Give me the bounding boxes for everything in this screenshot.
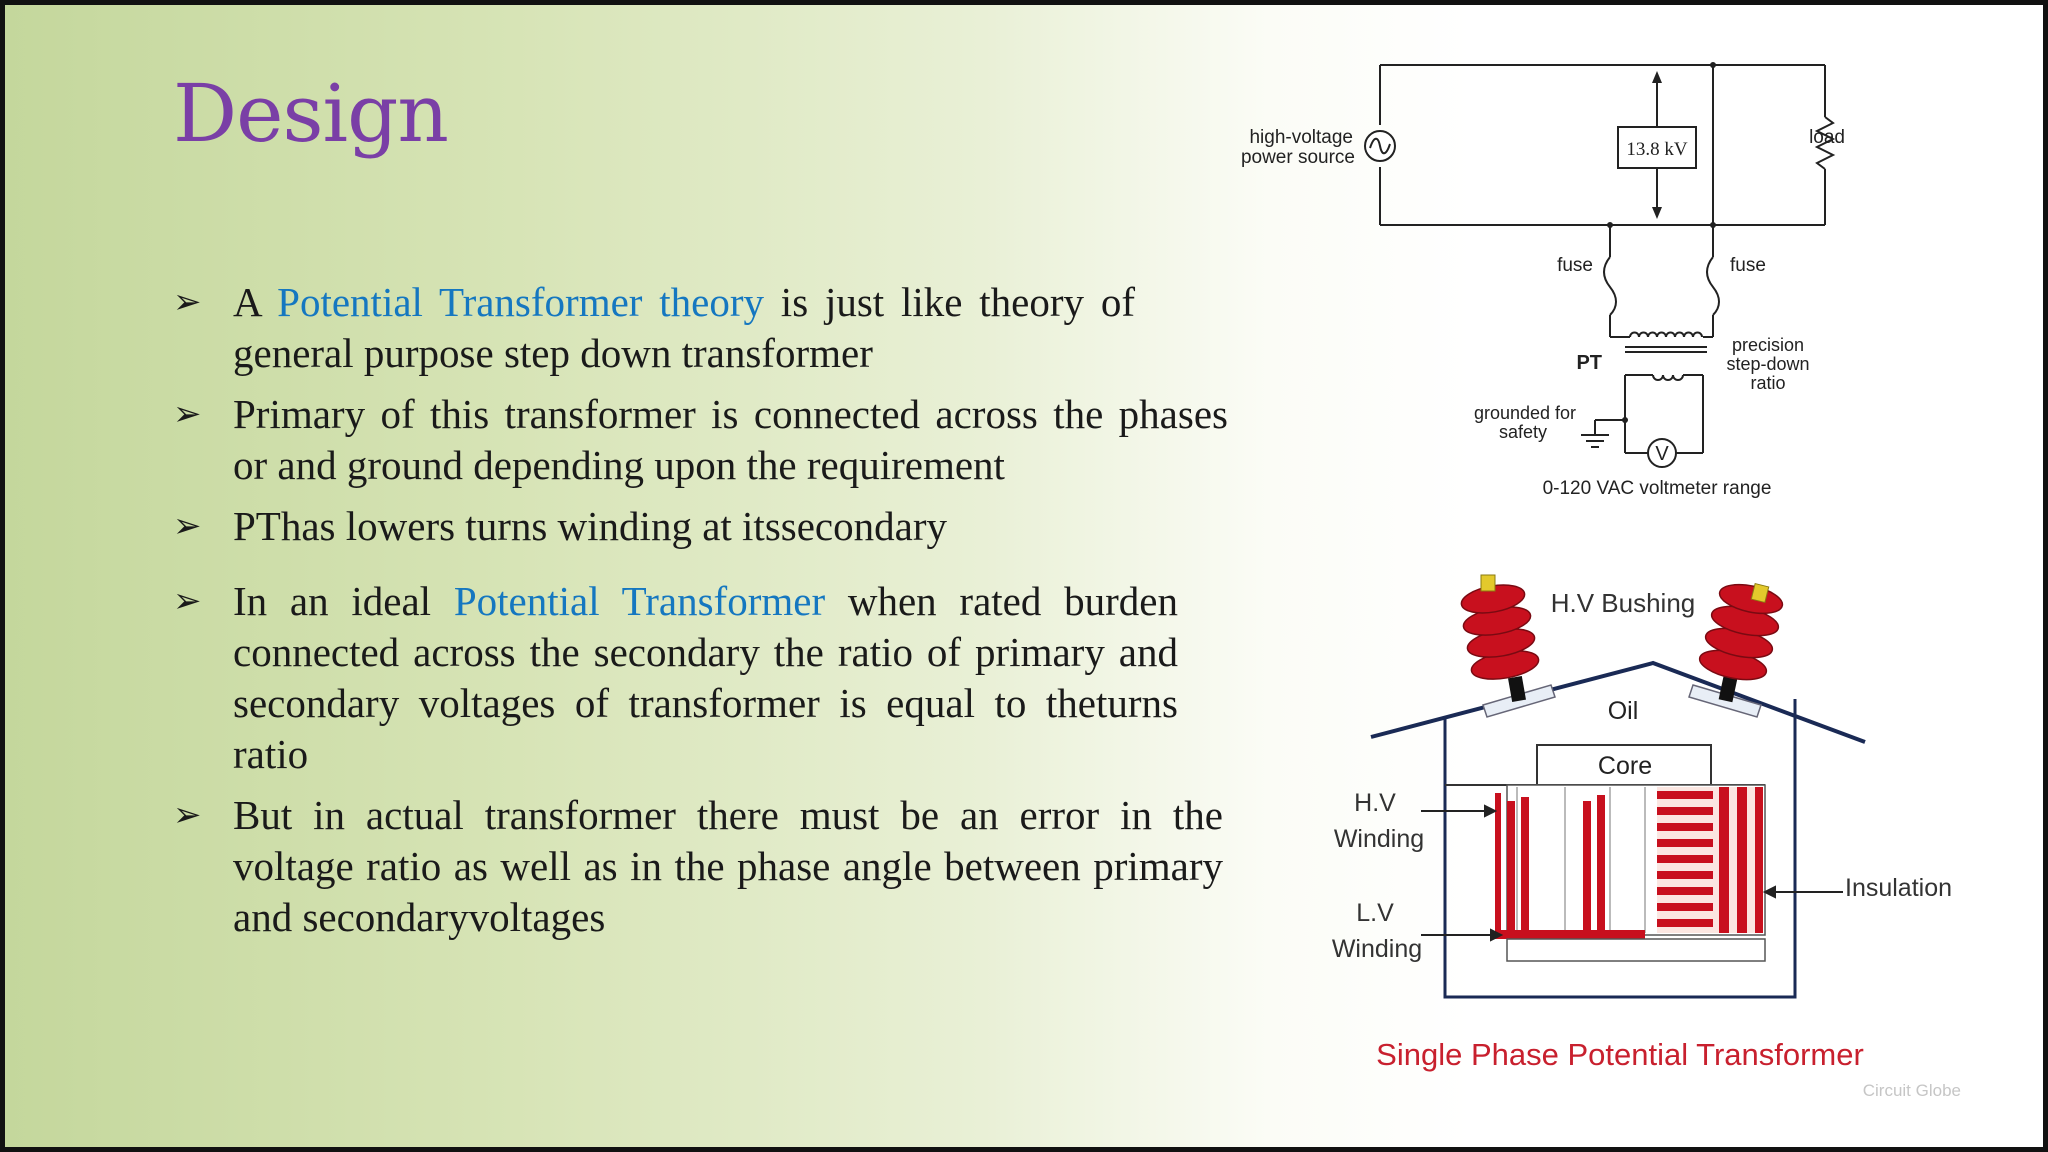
meter-label: 13.8 kV [1626,139,1688,160]
voltmeter-icon: V [1655,443,1669,465]
bullet-item: ➢ Primary of this transformer is connect… [173,389,1228,491]
voltmeter-range-label: 0-120 VAC voltmeter range [1543,478,1772,499]
fuse-label: fuse [1557,255,1593,276]
lv-winding-label: Winding [1332,935,1422,963]
ground-label: grounded for [1474,403,1576,423]
hv-winding-label: H.V [1354,789,1396,817]
ground-label: safety [1499,422,1547,442]
bullet-arrow-icon: ➢ [173,396,202,433]
highlight-text: Potential Transformer [453,578,826,624]
pt-label: PT [1576,352,1602,374]
diagram-caption: Single Phase Potential Transformer [1376,1037,1864,1072]
bullet-text: A [233,279,278,325]
bullet-list: ➢ A Potential Transformer theory is just… [173,277,1228,943]
ratio-label: precision [1732,335,1804,355]
oil-label: Oil [1608,697,1639,725]
bullet-text: But in actual transformer there must be … [233,792,1223,940]
source-label: power source [1241,147,1355,168]
bullet-text: Primary of this transformer is connected… [233,391,1228,488]
ratio-label: ratio [1750,373,1785,393]
hv-winding-label: Winding [1334,825,1424,853]
lv-winding-label: L.V [1356,899,1394,927]
bushing-label: H.V Bushing [1551,588,1696,618]
fuse-label: fuse [1730,255,1766,276]
bullet-item: ➢ PThas lowers turns winding at itssecon… [173,501,1228,552]
bullet-text: when rated burden connected across the s… [233,578,1178,777]
insulation-label: Insulation [1845,874,1952,902]
insulation-stripes [1657,787,1763,933]
pt-circuit-diagram: 13.8 kV high-voltage power source load f… [1241,62,1845,499]
pt-construction-diagram: H.V Bushing Oil Core H.V Winding L.V Win… [1332,574,1952,1072]
bullet-arrow-icon: ➢ [173,508,202,545]
watermark: Circuit Globe [1862,1081,1961,1100]
bullet-text: In an ideal [233,578,454,624]
bullet-arrow-icon: ➢ [173,797,202,834]
bullet-item: ➢ But in actual transformer there must b… [173,790,1223,943]
source-label: high-voltage [1249,127,1353,148]
bullet-text: is just like theory of general purpose s… [233,279,1135,376]
bullet-text: PThas lowers turns winding at itsseconda… [233,503,947,549]
hv-bushing-left-icon [1460,574,1556,718]
slide-title: Design [173,67,449,160]
highlight-text: Potential Transformer theory [277,279,764,325]
kv-meter-icon [1617,126,1697,169]
bullet-item: ➢ A Potential Transformer theory is just… [173,277,1135,379]
bullet-arrow-icon: ➢ [173,284,202,321]
ratio-label: step-down [1726,354,1809,374]
bullet-arrow-icon: ➢ [173,583,202,620]
hv-bushing-right-icon [1688,582,1784,718]
core-label: Core [1598,752,1652,780]
bullet-item: ➢ In an ideal Potential Transformer when… [173,576,1178,780]
load-label: load [1809,127,1845,148]
